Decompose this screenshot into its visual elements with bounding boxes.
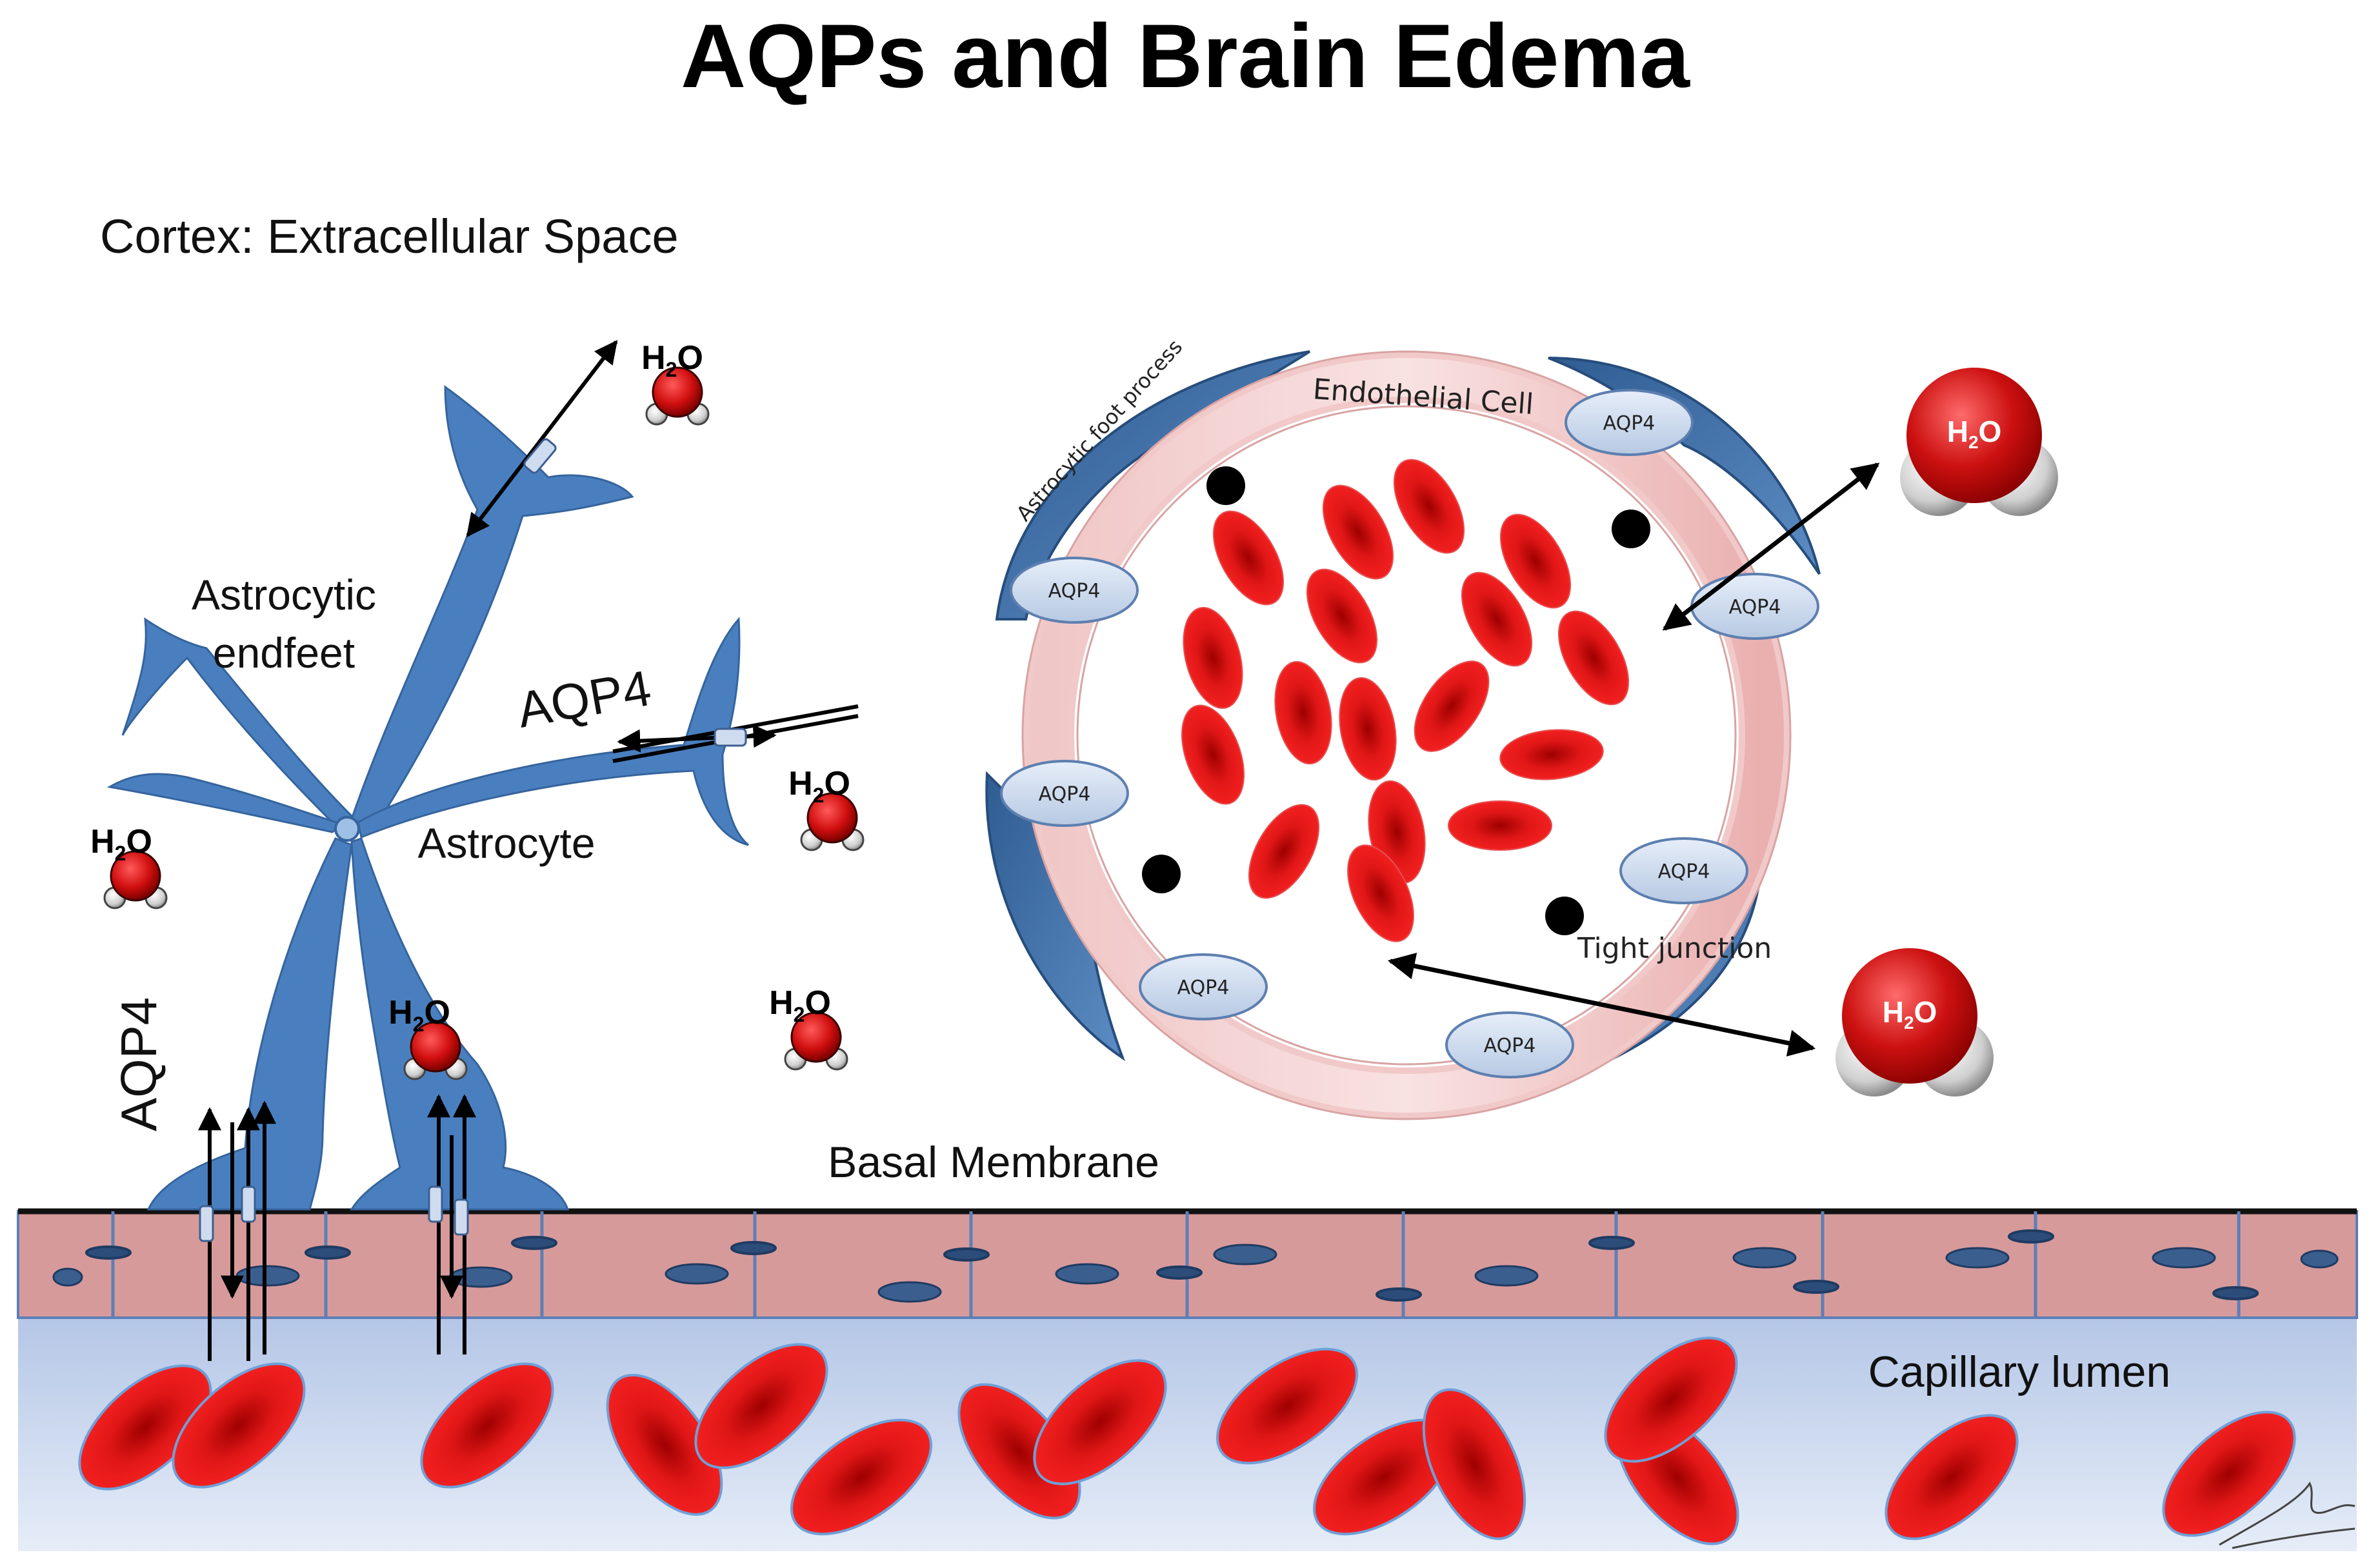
red-blood-cell <box>1414 660 1490 752</box>
aqp4-oval-label: AQP4 <box>1048 580 1101 602</box>
red-blood-cell <box>1274 660 1332 765</box>
red-blood-cell <box>1393 459 1465 554</box>
water-molecule-3: H2O <box>90 823 168 909</box>
aqp4-oval-label: AQP4 <box>1603 412 1656 435</box>
aqp4-oval-label: AQP4 <box>1177 977 1230 999</box>
cortex-label: Cortex: Extracellular Space <box>100 210 679 263</box>
svg-text:H2O: H2O <box>1947 415 2002 452</box>
aqp4-oval-label: AQP4 <box>1729 596 1781 619</box>
junction-markers <box>85 1229 2259 1302</box>
red-blood-cell <box>790 1418 933 1536</box>
large-water-molecule-top: H2O <box>1900 368 2058 516</box>
red-blood-cell <box>1448 800 1552 851</box>
large-water-molecule-bottom: H2O <box>1836 948 1994 1097</box>
red-blood-cell <box>1216 1347 1359 1465</box>
aqp4-oval <box>1010 557 1139 624</box>
red-blood-cell <box>1499 513 1572 609</box>
aqp4-oval-label: AQP4 <box>1484 1035 1536 1057</box>
aqp4-oval <box>1565 389 1694 456</box>
water-molecule-2: H2O <box>788 765 865 851</box>
red-blood-cell <box>1183 606 1243 710</box>
tight-junction-label: Tight junction <box>1577 932 1772 965</box>
svg-text:H2O: H2O <box>90 823 152 865</box>
endothelial-ring-inner <box>1029 358 1784 1113</box>
basal-membrane-label: Basal Membrane <box>828 1138 1159 1187</box>
lumen-red-blood-cells <box>78 1336 2296 1545</box>
red-blood-cell <box>694 1343 828 1469</box>
astrocytic-endfeet-label-line1: Astrocytic <box>192 571 376 619</box>
astrocytic-endfeet-label-line2: endfeet <box>213 629 355 677</box>
red-blood-cell <box>172 1362 306 1489</box>
red-blood-cell <box>1422 1388 1526 1540</box>
red-blood-cell <box>606 1373 723 1516</box>
red-blood-cell <box>1347 844 1414 942</box>
red-blood-cell <box>1322 484 1394 580</box>
capillary-lumen-label: Capillary lumen <box>1868 1347 2171 1396</box>
svg-text:H2O: H2O <box>641 339 703 381</box>
water-molecule-1: H2O <box>641 339 710 426</box>
cross-section-water-arrows <box>1387 462 1880 1057</box>
red-blood-cell <box>1885 1414 2019 1540</box>
red-blood-cell <box>2162 1411 2296 1537</box>
red-blood-cell <box>1499 729 1604 780</box>
aqp4-oval <box>1000 760 1129 827</box>
water-molecule-5: H2O <box>769 984 848 1071</box>
red-blood-cell <box>1306 568 1378 664</box>
red-blood-cell <box>420 1362 554 1489</box>
aqp4-vertical-label: AQP4 <box>110 997 167 1131</box>
svg-text:H2O: H2O <box>769 984 831 1026</box>
red-blood-cell <box>1212 510 1285 606</box>
endothelial-nuclei <box>52 1244 2339 1303</box>
aqp4-ovals <box>1000 389 1819 1078</box>
water-molecule-4: H2O <box>388 994 468 1080</box>
red-blood-cell <box>1248 804 1320 899</box>
aqp4-horizontal-label: AQP4 <box>513 659 655 739</box>
aqp4-oval-label: AQP4 <box>1658 860 1710 883</box>
endothelial-cell-borders <box>111 1211 2241 1318</box>
aqp4-channel-icons <box>199 438 747 1242</box>
cross-section-red-blood-cells <box>1181 459 1630 942</box>
aqp4-oval <box>1619 837 1748 904</box>
astrocyte-label: Astrocyte <box>417 819 595 867</box>
tight-junction-dots <box>1142 466 1650 935</box>
red-blood-cell <box>1461 571 1533 667</box>
svg-text:H2O: H2O <box>788 765 850 807</box>
astrocyte-cell <box>106 385 749 1211</box>
red-blood-cell <box>1181 704 1245 805</box>
red-blood-cell <box>1339 677 1397 781</box>
red-blood-cell <box>1604 1336 1738 1463</box>
svg-text:H2O: H2O <box>388 994 450 1036</box>
red-blood-cell <box>1033 1359 1167 1485</box>
capillary-cross-section: Astrocytic foot process Endothelial Cell… <box>985 335 2058 1120</box>
svg-text:H2O: H2O <box>1883 995 1937 1033</box>
aqp4-oval <box>1139 953 1268 1020</box>
signature-mark <box>2219 1482 2356 1549</box>
red-blood-cell <box>1557 610 1630 706</box>
aqp4-oval-label: AQP4 <box>1039 783 1091 806</box>
diagram-title: AQPs and Brain Edema <box>681 5 1690 106</box>
